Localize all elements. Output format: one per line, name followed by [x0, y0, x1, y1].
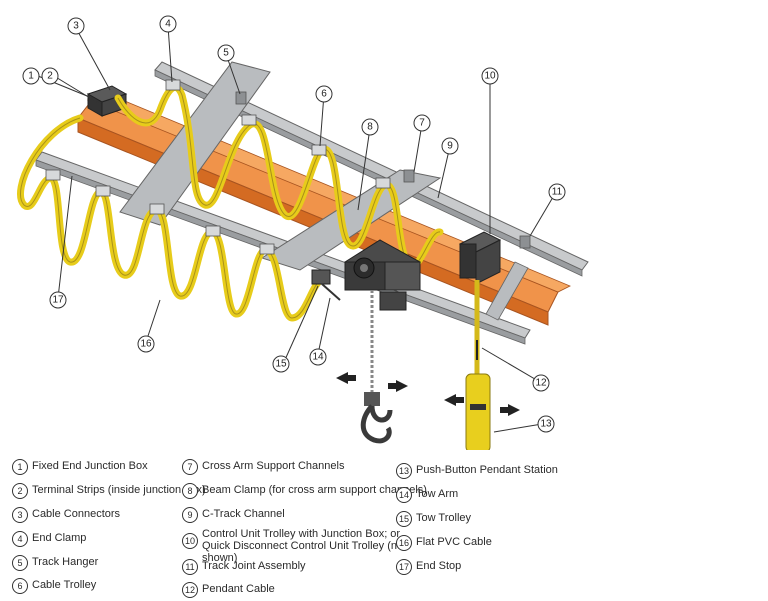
callout-3: 3	[67, 17, 85, 35]
flat-pvc-cable-rear-edge	[117, 86, 441, 267]
callout-16: 16	[137, 335, 155, 353]
direction-arrows	[336, 372, 520, 416]
leader-lines	[37, 25, 557, 433]
callout-11: 11	[548, 183, 566, 201]
pendant	[465, 280, 491, 450]
callouts: 1 2 3 4 5 6 7 8 9 10 11 12 13 14 15 16 1…	[22, 15, 566, 433]
svg-text:16: 16	[140, 339, 152, 350]
callout-14: 14	[309, 348, 327, 366]
tow-trolley	[311, 269, 341, 301]
svg-text:11: 11	[552, 187, 563, 198]
svg-text:9: 9	[447, 141, 453, 152]
festoon-system-diagram: 1 2 3 4 5 6 7 8 9 10 11 12 13 14 15 16 1…	[17, 15, 589, 450]
svg-text:5: 5	[223, 48, 229, 59]
svg-text:10: 10	[484, 71, 496, 82]
svg-text:14: 14	[312, 352, 324, 363]
callout-13: 13	[537, 415, 555, 433]
callout-8: 8	[361, 118, 379, 136]
svg-text:1: 1	[28, 71, 34, 82]
svg-text:2: 2	[47, 71, 53, 82]
control-unit-trolley	[458, 231, 502, 285]
callout-7: 7	[413, 114, 431, 132]
hoist	[344, 239, 421, 444]
svg-text:7: 7	[419, 118, 425, 129]
svg-text:17: 17	[52, 295, 64, 306]
callout-12: 12	[532, 374, 550, 392]
svg-text:13: 13	[540, 419, 552, 430]
callout-4: 4	[159, 15, 177, 33]
callout-9: 9	[441, 137, 459, 155]
svg-text:4: 4	[165, 19, 171, 30]
svg-text:6: 6	[321, 89, 327, 100]
c-track-rear	[154, 61, 589, 277]
callout-5: 5	[217, 44, 235, 62]
track-hangers	[235, 91, 531, 249]
svg-text:15: 15	[275, 359, 287, 370]
callout-10: 10	[481, 67, 499, 85]
cable-trolleys	[45, 79, 391, 255]
callout-6: 6	[315, 85, 333, 103]
callout-2: 2	[41, 67, 59, 85]
svg-text:8: 8	[367, 122, 373, 133]
svg-text:3: 3	[73, 21, 79, 32]
callout-15: 15	[272, 355, 290, 373]
callout-1: 1	[22, 67, 40, 85]
svg-text:12: 12	[535, 378, 547, 389]
callout-17: 17	[49, 291, 67, 309]
